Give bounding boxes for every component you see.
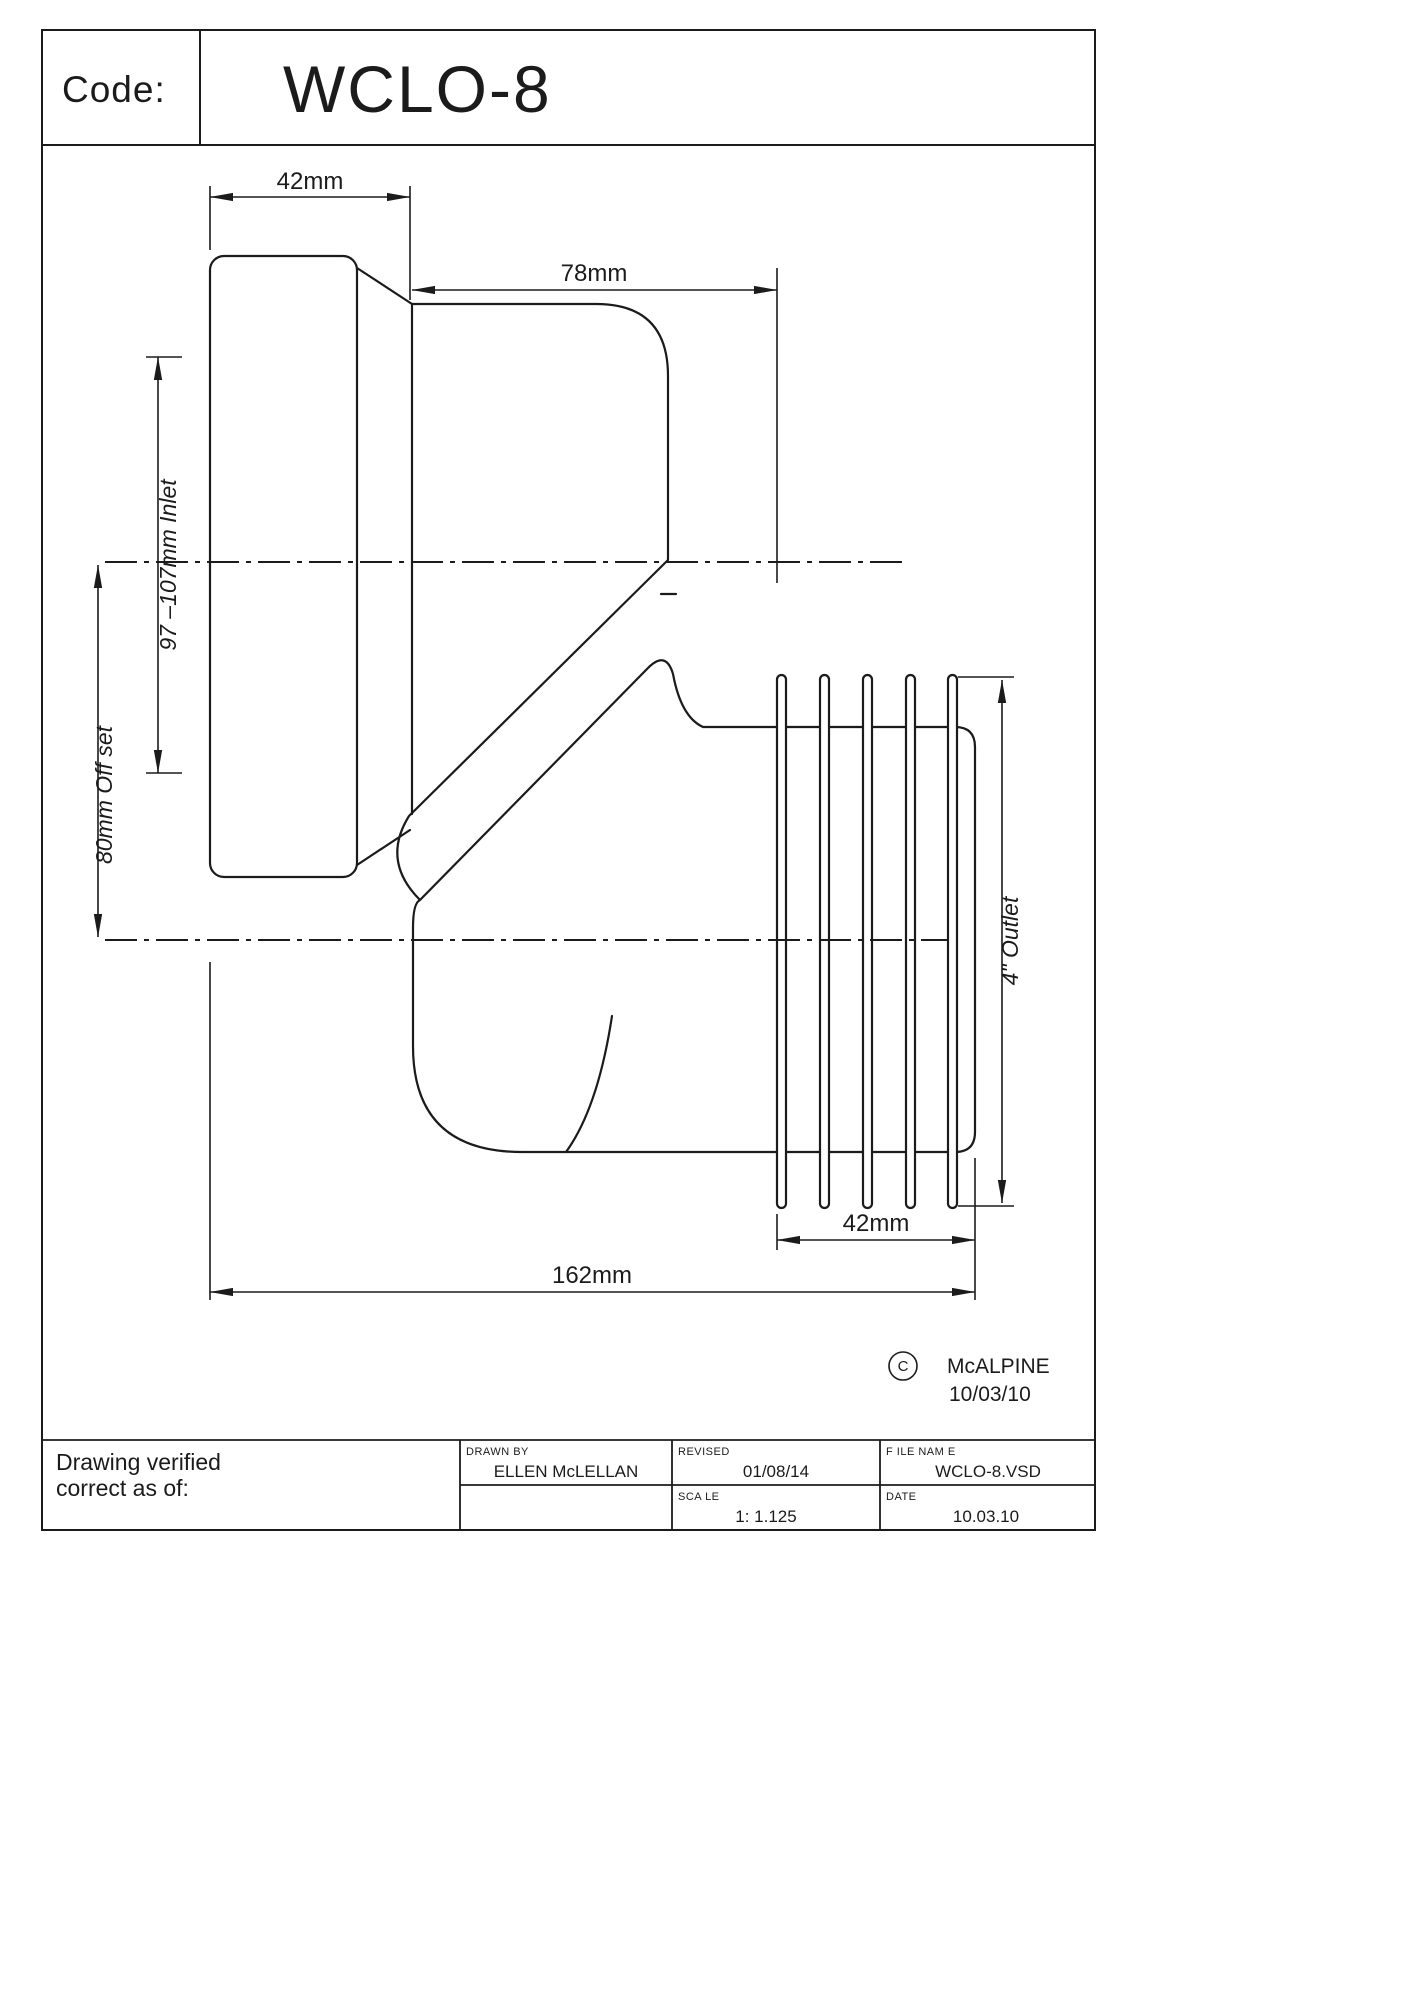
date-value: 10.03.10 xyxy=(953,1507,1019,1526)
dimension-text: 97 –107mm Inlet xyxy=(155,478,181,651)
file-name-label: F ILE NAM E xyxy=(886,1446,956,1458)
verified-label-line2: correct as of: xyxy=(56,1475,189,1501)
dimension-inlet-length: 78mm xyxy=(411,260,778,583)
dimension-text: 78mm xyxy=(561,260,628,287)
outlet-fin xyxy=(904,673,917,1210)
drawn-by-label: DRAWN BY xyxy=(466,1446,529,1458)
dimension-text: 80mm Off set xyxy=(91,724,117,864)
dimension-text: 42mm xyxy=(277,168,344,195)
dimension-outlet-spigot-length: 42mm xyxy=(776,1158,976,1300)
copyright-symbol: C xyxy=(898,1358,909,1375)
dimension-text: 42mm xyxy=(843,1210,910,1237)
taper-top-line xyxy=(355,266,414,306)
outlet-fin xyxy=(861,673,874,1210)
inlet-flange xyxy=(208,254,359,879)
dimension-outlet-diameter: 4" Outlet xyxy=(958,676,1023,1207)
outlet-fin xyxy=(775,673,788,1210)
sheet-border xyxy=(41,29,1096,1531)
dimension-inlet-diameter: 97 –107mm Inlet xyxy=(146,356,182,774)
company-name: McALPINE xyxy=(947,1355,1050,1378)
copyright-stamp: C McALPINE 10/03/10 xyxy=(888,1351,1050,1406)
dimension-text: 162mm xyxy=(552,1262,632,1289)
drawn-by-value: ELLEN McLELLAN xyxy=(494,1462,639,1481)
dimension-inlet-socket-depth: 42mm xyxy=(209,168,411,300)
taper-bottom-line xyxy=(355,828,412,867)
wc-connector-drawing xyxy=(208,254,977,1210)
lower-body-outline xyxy=(411,659,977,1154)
scale-label: SCA LE xyxy=(678,1491,720,1503)
dimension-text: 4" Outlet xyxy=(997,895,1023,985)
code-label: Code: xyxy=(62,69,166,110)
verified-label-line1: Drawing verified xyxy=(56,1449,221,1475)
outlet-fin xyxy=(946,673,959,1210)
file-name-value: WCLO-8.VSD xyxy=(935,1462,1041,1481)
revised-label: REVISED xyxy=(678,1446,730,1458)
footer-table: Drawing verified correct as of: DRAWN BY… xyxy=(42,1439,1095,1530)
revised-value: 01/08/14 xyxy=(743,1462,809,1481)
date-label: DATE xyxy=(886,1491,917,1503)
dimension-offset: 80mm Off set xyxy=(91,564,117,938)
scale-value: 1: 1.125 xyxy=(735,1507,796,1526)
dimension-overall-length: 162mm xyxy=(209,962,976,1300)
product-code: WCLO-8 xyxy=(283,52,552,126)
upper-body-outline xyxy=(396,302,670,902)
stamp-date: 10/03/10 xyxy=(949,1383,1031,1406)
outlet-fin xyxy=(818,673,831,1210)
inner-bend-curve xyxy=(564,1014,614,1154)
copyright-circle-icon xyxy=(888,1351,918,1381)
